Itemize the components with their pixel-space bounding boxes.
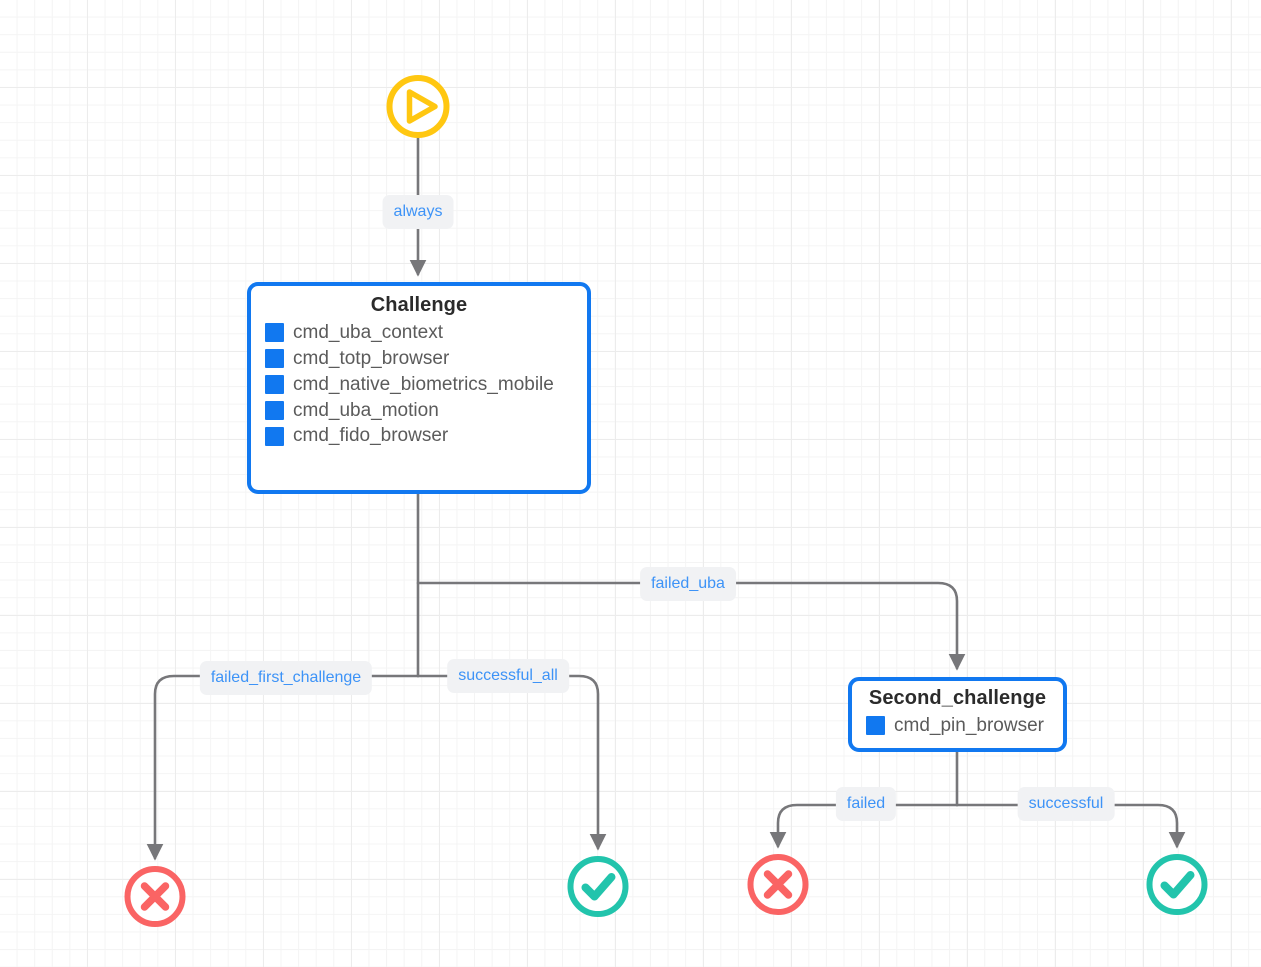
command-swatch-icon [866, 716, 885, 736]
node-challenge-title: Challenge [370, 294, 468, 316]
edge-label-failed-first-challenge[interactable]: failed_first_challenge [199, 661, 373, 695]
command-swatch-icon [265, 426, 284, 446]
node-challenge-item[interactable]: cmd_native_biometrics_mobile [265, 374, 573, 396]
x-circle-icon [747, 854, 809, 915]
check-circle-icon [567, 856, 629, 917]
edge-label-failed[interactable]: failed [835, 787, 897, 821]
node-challenge[interactable]: Challenge cmd_uba_context cmd_totp_brows… [247, 282, 591, 494]
edge-label-failed-uba[interactable]: failed_uba [640, 567, 736, 601]
terminal-failure-right[interactable] [745, 852, 811, 923]
play-circle-icon [386, 75, 450, 138]
start-node[interactable] [384, 73, 452, 146]
node-challenge-item-label: cmd_fido_browser [293, 425, 449, 447]
edge-failed-first-challenge [146, 674, 420, 861]
x-circle-icon [124, 866, 186, 927]
edge-successful-all [416, 674, 607, 851]
node-challenge-item-label: cmd_uba_context [293, 322, 443, 343]
node-second-challenge-item-label: cmd_pin_browser [894, 715, 1044, 736]
edge-label-successful[interactable]: successful [1017, 787, 1115, 821]
terminal-success-right[interactable] [1144, 852, 1210, 923]
terminal-failure-left[interactable] [122, 864, 188, 935]
node-challenge-item-label: cmd_uba_motion [293, 399, 439, 421]
node-second-challenge[interactable]: Second_challenge cmd_pin_browser [848, 677, 1067, 752]
check-circle-icon [1146, 854, 1208, 915]
node-second-challenge-item[interactable]: cmd_pin_browser [866, 715, 1049, 737]
node-challenge-item-label: cmd_native_biometrics_mobile [293, 373, 554, 395]
command-swatch-icon [265, 349, 284, 369]
node-challenge-item[interactable]: cmd_fido_browser [265, 425, 573, 447]
node-second-challenge-title: Second_challenge [868, 687, 1047, 709]
node-challenge-item[interactable]: cmd_totp_browser [265, 348, 573, 370]
node-challenge-item-label: cmd_totp_browser [293, 347, 450, 369]
edge-label-always[interactable]: always [382, 195, 454, 229]
command-swatch-icon [265, 375, 284, 395]
command-swatch-icon [265, 400, 284, 420]
terminal-success-left[interactable] [565, 854, 631, 925]
command-swatch-icon [265, 323, 284, 343]
node-challenge-item[interactable]: cmd_uba_motion [265, 400, 573, 422]
edge-label-successful-all[interactable]: successful_all [447, 659, 569, 693]
node-challenge-item[interactable]: cmd_uba_context [265, 322, 573, 344]
